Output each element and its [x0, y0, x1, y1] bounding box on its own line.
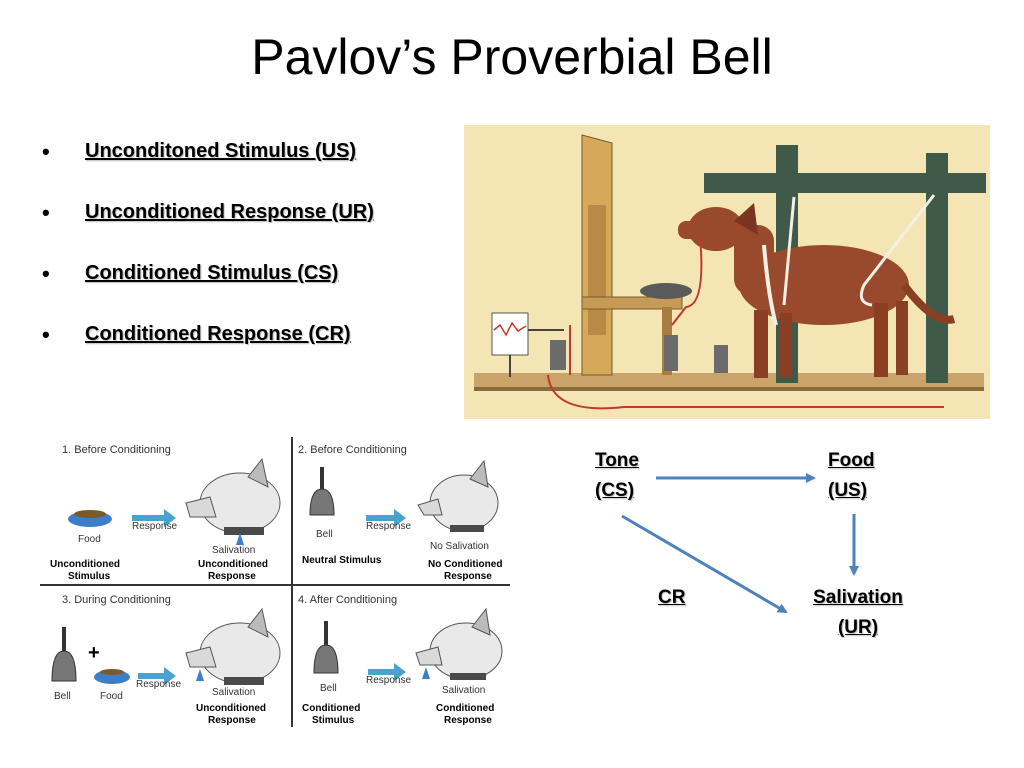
- tone-cs-text: (CS): [595, 480, 635, 501]
- bullet-cr: Conditioned Response (CR): [40, 322, 374, 384]
- tone-label: Tone (CS): [595, 446, 639, 506]
- panel2-no-salivation-label: No Salivation: [430, 541, 489, 552]
- panel1-stimulus-line1: Unconditioned: [50, 559, 120, 570]
- panel2-bell-label: Bell: [316, 529, 333, 540]
- panel3-heading: 3. During Conditioning: [62, 594, 171, 606]
- panel3-response-line2: Response: [208, 715, 256, 726]
- pavlov-apparatus-illustration: [464, 125, 990, 419]
- panel2-stimulus-label: Neutral Stimulus: [302, 555, 382, 566]
- tone-text: Tone: [595, 450, 639, 471]
- flow-arrows: [621, 473, 859, 614]
- panel3-bell-label: Bell: [54, 691, 71, 702]
- panel2-response-label: Response: [366, 521, 411, 532]
- panel2-heading: 2. Before Conditioning: [298, 444, 407, 456]
- panel4-stimulus-line2: Stimulus: [312, 715, 355, 726]
- panel4-bell-label: Bell: [320, 683, 337, 694]
- response-arrow-icon: [132, 509, 176, 527]
- salivation-label: Salivation (UR): [803, 583, 913, 643]
- panel1-response-label: Response: [132, 521, 177, 532]
- frame-beam: [704, 173, 986, 193]
- panel4-heading: 4. After Conditioning: [298, 594, 397, 606]
- floor-board: [474, 373, 984, 387]
- response-arrow-icon: [368, 663, 406, 681]
- panel4-salivation-label: Salivation: [442, 685, 485, 696]
- panel2-response-line1: No Conditioned: [428, 559, 502, 570]
- cr-label: CR: [658, 587, 686, 608]
- bullet-list: Unconditoned Stimulus (US) Unconditioned…: [40, 139, 374, 384]
- response-arrow-icon: [366, 509, 406, 527]
- panel1-food-label: Food: [78, 534, 101, 545]
- food-table: [581, 296, 683, 310]
- tone-to-salivation-arrow: [621, 514, 788, 614]
- panel1-salivation-label: Salivation: [212, 545, 255, 556]
- dog-head-icon: [185, 607, 281, 685]
- panel1-response-line2: Response: [208, 571, 256, 582]
- slide-title: Pavlov’s Proverbial Bell: [251, 29, 773, 85]
- bullet-cs: Conditioned Stimulus (CS): [40, 261, 374, 323]
- panel4-response-label: Response: [366, 675, 411, 686]
- panel3-food-label: Food: [100, 691, 123, 702]
- conditioning-flow-diagram: Tone (CS) Food (US) CR Salivation (UR): [560, 440, 980, 660]
- panel1-response-line1: Unconditioned: [198, 559, 268, 570]
- panel1-stimulus-line2: Stimulus: [68, 571, 111, 582]
- frame-post-right: [926, 153, 948, 383]
- recording-drum: [491, 312, 529, 356]
- dog-head-icon: [415, 607, 503, 680]
- panel4-stimulus-line1: Conditioned: [302, 703, 360, 714]
- dog-head-icon: [185, 457, 281, 545]
- panel3-response-label: Response: [136, 679, 181, 690]
- bell-icon: [309, 467, 335, 516]
- food-text: Food: [828, 450, 875, 471]
- bullet-ur: Unconditioned Response (UR): [40, 200, 374, 262]
- panel3-salivation-label: Salivation: [212, 687, 255, 698]
- panel4-response-line1: Conditioned: [436, 703, 494, 714]
- salivation-text: Salivation: [813, 587, 903, 608]
- panel1-heading: 1. Before Conditioning: [62, 444, 171, 456]
- bullet-us: Unconditoned Stimulus (US): [40, 139, 374, 201]
- conditioning-stages-diagram: 1. Before Conditioning Food Response Sal…: [40, 437, 510, 727]
- response-arrow-icon: [138, 667, 176, 685]
- bell-icon: [313, 621, 339, 674]
- bell-icon: [51, 627, 77, 682]
- panel3-response-line1: Unconditioned: [196, 703, 266, 714]
- food-bowl: [640, 283, 692, 299]
- food-label: Food (US): [828, 446, 874, 506]
- plus-sign: +: [88, 642, 100, 664]
- dog-head-icon: [417, 459, 499, 532]
- panel2-response-line2: Response: [444, 571, 492, 582]
- salivation-ur-text: (UR): [837, 617, 879, 638]
- panel4-response-line2: Response: [444, 715, 492, 726]
- food-us-text: (US): [828, 480, 868, 501]
